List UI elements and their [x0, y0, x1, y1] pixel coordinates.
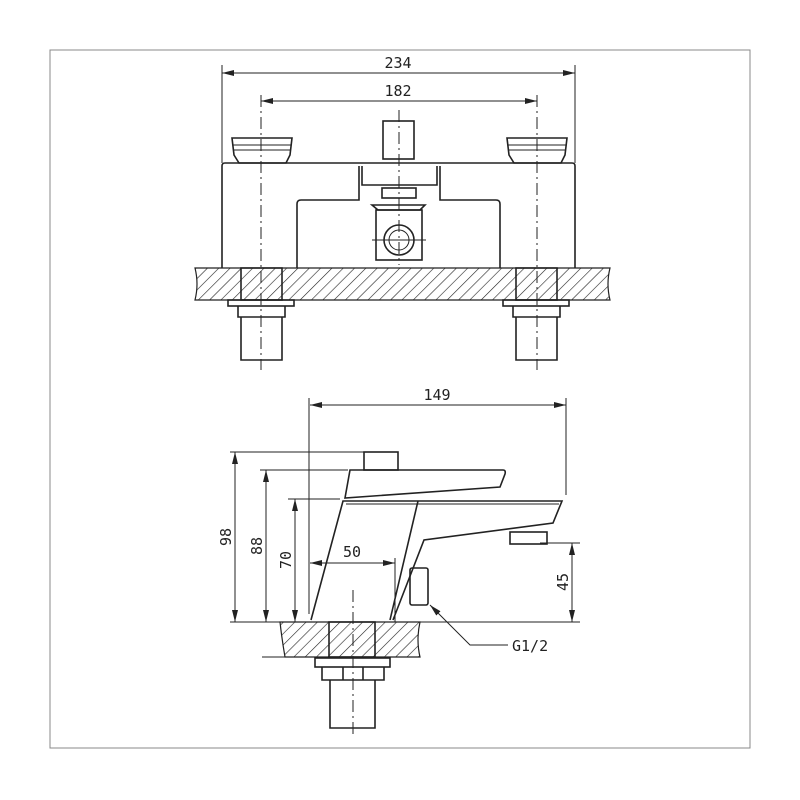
mixer-body-side	[310, 500, 564, 621]
front-view: 234 182	[194, 54, 611, 370]
diverter-knob-side	[363, 451, 399, 471]
side-view: 149 98 88 70 50 45 G1/2	[217, 386, 580, 735]
dimension-height-total: 98	[217, 528, 235, 546]
dimension-height-body: 70	[277, 551, 295, 569]
lever-handle	[344, 469, 507, 499]
dimension-height-handle: 88	[248, 537, 266, 555]
dimension-spout-offset: 50	[343, 543, 361, 561]
left-handle-cap	[231, 137, 293, 164]
drawing-frame	[49, 49, 751, 749]
thread-label: G1/2	[512, 637, 548, 655]
spout-aerator	[509, 531, 548, 545]
diverter-side	[409, 567, 429, 606]
dimension-spout-height: 45	[554, 573, 572, 591]
deck-section	[194, 267, 611, 301]
dimension-overall-width: 234	[384, 54, 411, 72]
dimension-depth: 149	[423, 386, 450, 404]
dimension-center-distance: 182	[384, 82, 411, 100]
deck-section	[279, 621, 421, 658]
right-handle-cap	[506, 137, 568, 164]
